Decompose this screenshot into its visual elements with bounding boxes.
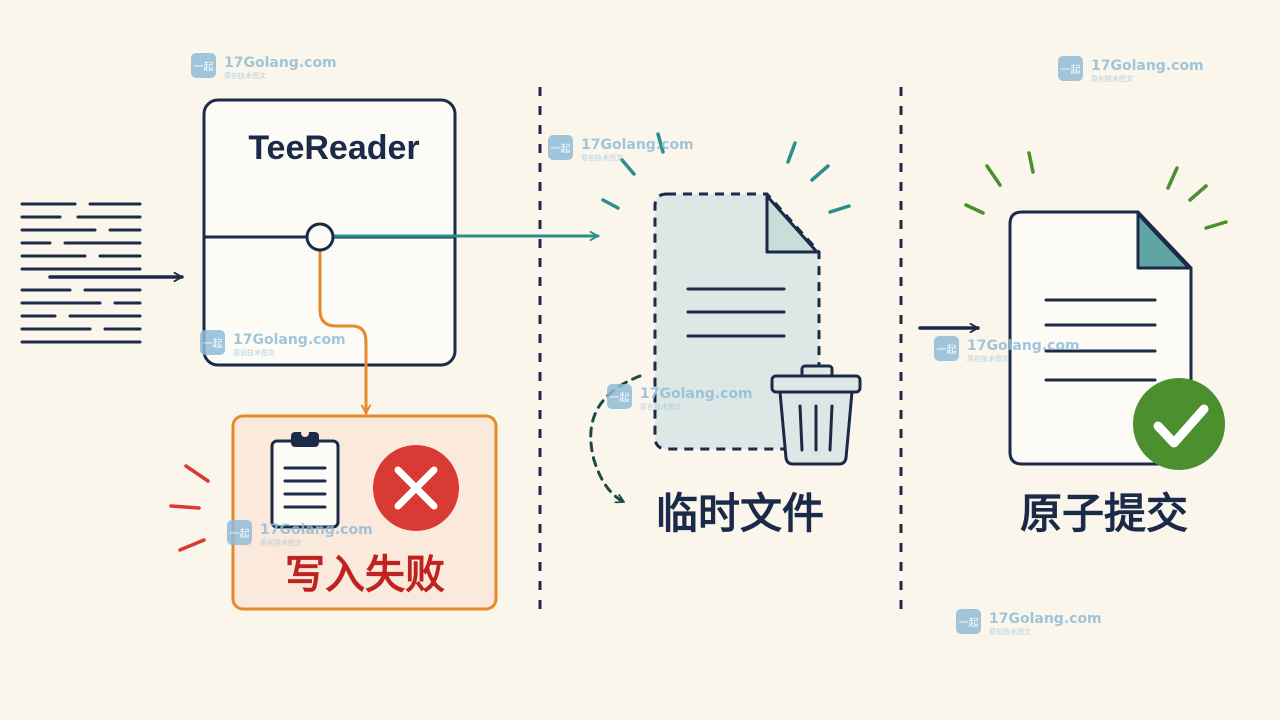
svg-text:原创技术图文: 原创技术图文 <box>260 538 302 547</box>
svg-text:17Golang.com: 17Golang.com <box>1091 58 1204 74</box>
svg-text:一起: 一起 <box>937 344 957 356</box>
svg-text:一起: 一起 <box>610 392 630 404</box>
check-icon <box>1133 378 1225 470</box>
tee-reader-title: TeeReader <box>248 129 419 167</box>
temp-file-label: 临时文件 <box>656 489 824 538</box>
watermark-logo: 一起 17Golang.com 原创技术图文 <box>1058 56 1204 83</box>
watermark-logo: 一起 17Golang.com 原创技术图文 <box>934 336 1080 363</box>
watermark-logo: 一起 17Golang.com 原创技术图文 <box>956 609 1102 636</box>
svg-text:原创技术图文: 原创技术图文 <box>224 71 266 80</box>
error-x-icon <box>373 445 459 531</box>
watermark-logo: 一起 17Golang.com 原创技术图文 <box>607 384 753 411</box>
svg-text:一起: 一起 <box>1061 64 1081 76</box>
watermark-logo: 一起 17Golang.com 原创技术图文 <box>191 53 337 80</box>
watermark-logo: 一起 17Golang.com 原创技术图文 <box>227 520 373 547</box>
atomic-commit-label: 原子提交 <box>1020 489 1188 538</box>
svg-text:原创技术图文: 原创技术图文 <box>1091 74 1133 83</box>
svg-text:原创技术图文: 原创技术图文 <box>581 153 623 162</box>
svg-text:17Golang.com: 17Golang.com <box>581 137 694 153</box>
svg-text:原创技术图文: 原创技术图文 <box>967 354 1009 363</box>
svg-text:17Golang.com: 17Golang.com <box>989 611 1102 627</box>
svg-text:一起: 一起 <box>194 61 214 73</box>
svg-text:原创技术图文: 原创技术图文 <box>989 627 1031 636</box>
svg-text:一起: 一起 <box>203 338 223 350</box>
svg-text:一起: 一起 <box>551 143 571 155</box>
write-failure-label: 写入失败 <box>285 552 445 598</box>
write-failure-box: 写入失败 <box>231 414 498 611</box>
svg-text:17Golang.com: 17Golang.com <box>224 55 337 71</box>
temp-file-sparks-icon <box>601 132 851 214</box>
svg-text:一起: 一起 <box>230 528 250 540</box>
svg-text:17Golang.com: 17Golang.com <box>967 338 1080 354</box>
alarm-strokes-icon <box>169 464 210 552</box>
svg-text:17Golang.com: 17Golang.com <box>640 386 753 402</box>
watermarks: 一起 17Golang.com 原创技术图文 一起 17Golang.com 原… <box>191 53 1204 636</box>
svg-text:原创技术图文: 原创技术图文 <box>233 348 275 357</box>
input-stream <box>20 202 142 344</box>
clipboard-icon <box>270 429 340 529</box>
trash-icon <box>770 364 862 466</box>
svg-text:原创技术图文: 原创技术图文 <box>640 402 682 411</box>
commit-sparks-icon <box>964 151 1228 230</box>
watermark-logo: 一起 17Golang.com 原创技术图文 <box>548 135 694 162</box>
svg-text:一起: 一起 <box>959 617 979 629</box>
tee-junction <box>305 222 335 252</box>
svg-text:17Golang.com: 17Golang.com <box>260 522 373 538</box>
watermark-logo: 一起 17Golang.com 原创技术图文 <box>200 330 346 357</box>
svg-text:17Golang.com: 17Golang.com <box>233 332 346 348</box>
failure-branch-arrow <box>318 250 366 415</box>
